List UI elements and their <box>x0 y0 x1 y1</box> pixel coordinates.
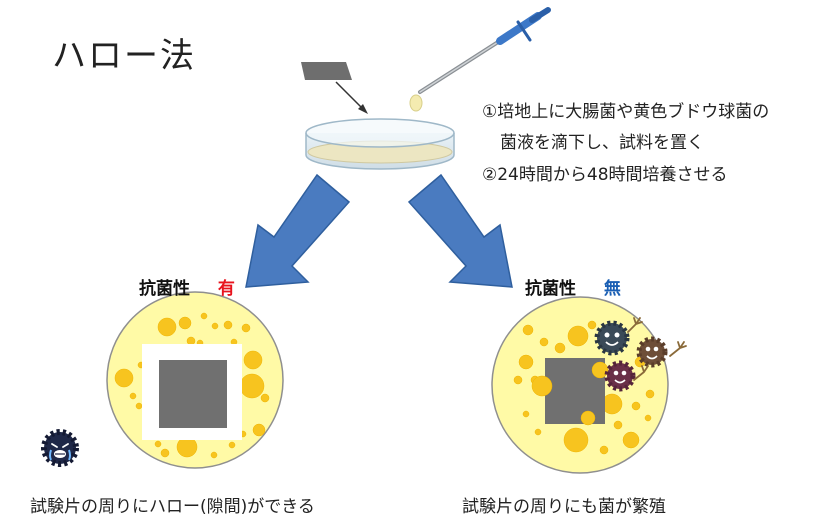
sample-left <box>159 360 227 428</box>
left-heading: 抗菌性 有 <box>139 274 235 299</box>
step-2: ②24時間から48時間培養させる <box>482 165 728 185</box>
left-caption: 試験片の周りにハロー(隙間)ができる <box>30 497 315 517</box>
right-caption: 試験片の周りにも菌が繁殖 <box>462 497 666 517</box>
step-1-line-2: 菌液を滴下し、試料を置く <box>500 133 704 153</box>
right-heading: 抗菌性 無 <box>525 274 621 299</box>
plate-growth <box>491 296 669 474</box>
right-heading-label: 抗菌性 <box>525 279 576 299</box>
left-heading-label: 抗菌性 <box>139 279 190 299</box>
petri-dish-icon <box>305 118 455 170</box>
sample-sheet-icon <box>301 62 352 80</box>
colonies-right <box>513 320 655 455</box>
pipette-icon <box>409 7 551 112</box>
bacteria-dead-icon <box>41 429 79 467</box>
colonies-left <box>114 312 270 459</box>
arrow-left <box>245 173 351 288</box>
arrow-right <box>407 173 513 288</box>
bacteria-alive-icon <box>594 317 687 392</box>
right-heading-value: 無 <box>603 279 621 299</box>
left-heading-value: 有 <box>217 279 235 299</box>
step-1-line-1: ①培地上に大腸菌や黄色ブドウ球菌の <box>482 102 770 122</box>
placement-arrow <box>335 81 368 114</box>
plate-halo <box>106 291 284 469</box>
page-title: ハロー法 <box>52 36 196 76</box>
